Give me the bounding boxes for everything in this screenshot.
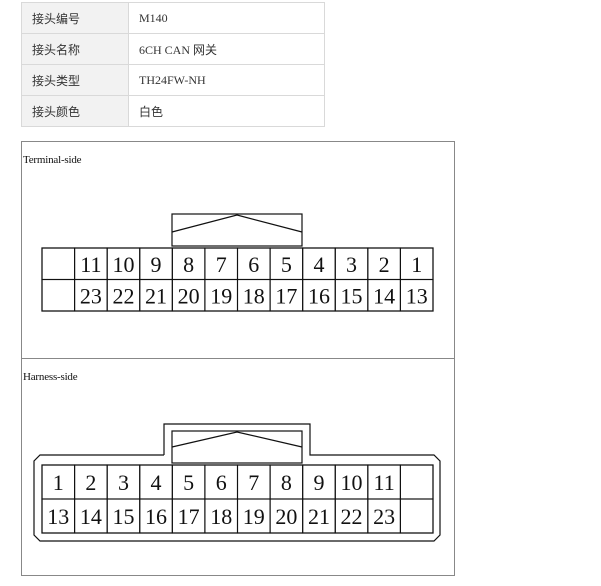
pin-number: 11 <box>374 470 395 495</box>
pin-number: 2 <box>379 252 390 277</box>
pin-number: 22 <box>112 283 134 308</box>
info-row-name: 接头名称 6CH CAN 网关 <box>21 33 325 65</box>
connector-info-table: 接头编号 M140 接头名称 6CH CAN 网关 接头类型 TH24FW-NH… <box>21 2 325 127</box>
info-value: M140 <box>128 2 325 34</box>
pin-number: 9 <box>313 470 324 495</box>
pin-number: 14 <box>373 283 395 308</box>
pin-number: 6 <box>248 252 259 277</box>
pin-number: 21 <box>308 504 330 529</box>
pin-number: 18 <box>210 504 232 529</box>
latch-outline <box>171 213 303 247</box>
pin-number: 19 <box>243 504 265 529</box>
info-label: 接头编号 <box>21 2 129 34</box>
info-value: TH24FW-NH <box>128 64 325 96</box>
pin-number: 13 <box>47 504 69 529</box>
pin-cell <box>399 278 434 312</box>
pin-number: 10 <box>341 470 363 495</box>
pin-number: 23 <box>80 283 102 308</box>
pin-number: 11 <box>80 252 101 277</box>
empty-cavity <box>399 464 434 500</box>
pin-number: 7 <box>248 470 259 495</box>
pin-number: 22 <box>341 504 363 529</box>
pin-number: 5 <box>183 470 194 495</box>
pin-number: 13 <box>406 283 428 308</box>
pin-number: 15 <box>112 504 134 529</box>
empty-cavity <box>41 278 76 312</box>
info-row-type: 接头类型 TH24FW-NH <box>21 64 325 96</box>
empty-cavity <box>399 498 434 534</box>
empty-cavity <box>41 247 76 281</box>
info-row-number: 接头编号 M140 <box>21 2 325 34</box>
pin-number: 16 <box>145 504 167 529</box>
pin-number: 9 <box>151 252 162 277</box>
info-label: 接头颜色 <box>21 95 129 127</box>
pin-number: 7 <box>216 252 227 277</box>
pin-number: 3 <box>346 252 357 277</box>
pin-number: 5 <box>281 252 292 277</box>
info-label: 接头名称 <box>21 33 129 65</box>
pin-number: 18 <box>243 283 265 308</box>
harness-side-title: Harness-side <box>23 371 78 383</box>
pin-number: 8 <box>183 252 194 277</box>
pin-number: 16 <box>308 283 330 308</box>
pin-number: 20 <box>178 283 200 308</box>
pin-number: 21 <box>145 283 167 308</box>
latch-chevron <box>171 431 303 448</box>
latch-outline <box>171 430 303 464</box>
pin-number: 4 <box>313 252 324 277</box>
latch-chevron <box>171 214 303 233</box>
pin-number: 14 <box>80 504 102 529</box>
info-value: 6CH CAN 网关 <box>128 33 325 65</box>
info-label: 接头类型 <box>21 64 129 96</box>
connector-shell <box>33 423 441 542</box>
pin-number: 17 <box>275 283 297 308</box>
info-row-color: 接头颜色 白色 <box>21 95 325 127</box>
pin-number: 8 <box>281 470 292 495</box>
pin-number: 10 <box>112 252 134 277</box>
terminal-side-title: Terminal-side <box>23 154 82 166</box>
pin-number: 1 <box>411 252 422 277</box>
pin-number: 1 <box>53 470 64 495</box>
pin-number: 23 <box>373 504 395 529</box>
pin-number: 17 <box>178 504 200 529</box>
pin-number: 6 <box>216 470 227 495</box>
pin-number: 20 <box>275 504 297 529</box>
pin-number: 19 <box>210 283 232 308</box>
pin-number: 15 <box>341 283 363 308</box>
pin-number: 3 <box>118 470 129 495</box>
pin-number: 2 <box>85 470 96 495</box>
pin-number: 4 <box>151 470 162 495</box>
info-value: 白色 <box>128 95 325 127</box>
